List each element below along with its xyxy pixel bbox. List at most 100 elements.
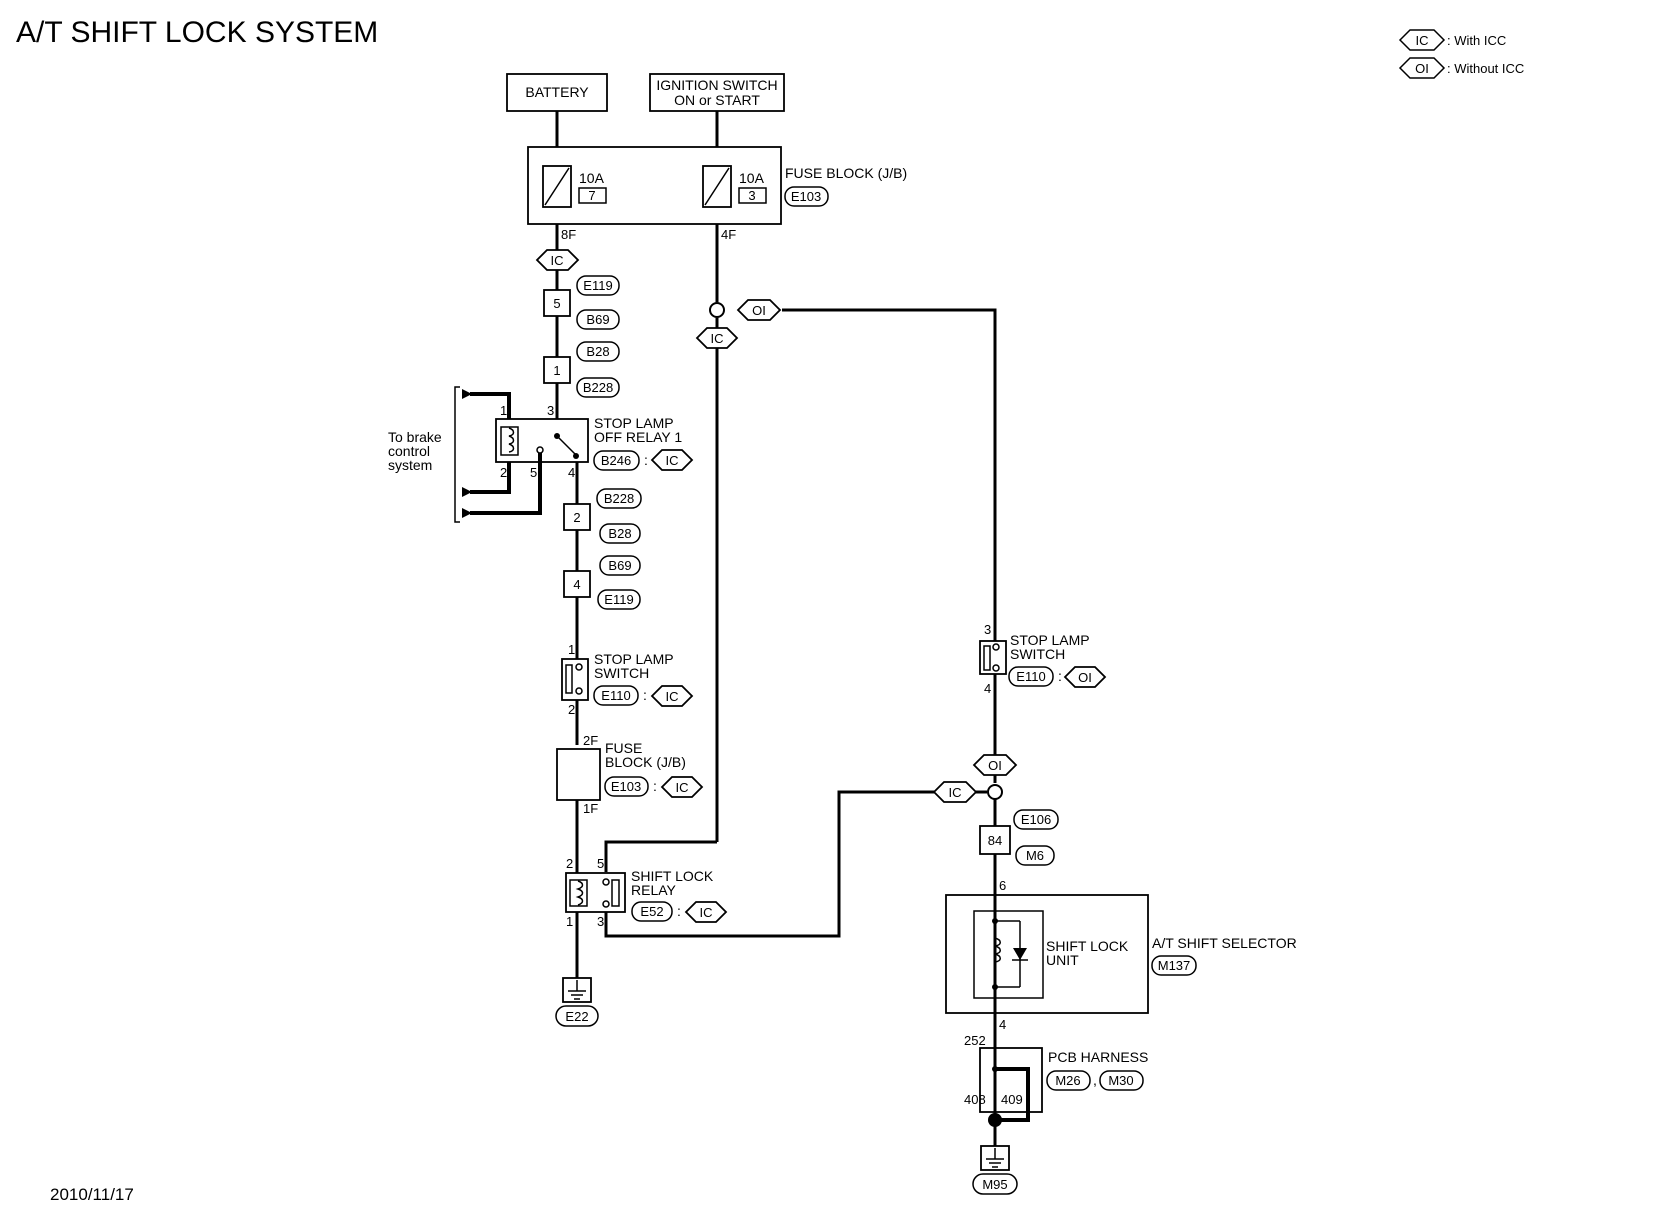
oi-tag-right (972, 754, 1018, 776)
selector-pin-6: 6 (999, 878, 1006, 893)
joint-2 (563, 503, 591, 531)
shift-lock-unit (973, 910, 1044, 999)
switch-oi-connector: E110 (1016, 669, 1045, 684)
pin-4f: 4F (721, 227, 736, 242)
fuse-block-mid: 2F 1F FUSE BLOCK (J/B) E103 : IC (556, 733, 704, 816)
ignition-switch-box (649, 73, 785, 112)
shift-selector-label: A/T SHIFT SELECTOR (1152, 935, 1297, 951)
relay1-pin5: 5 (530, 465, 537, 480)
fuse-mid-label-1: FUSE (605, 740, 642, 756)
switch-ic-pin-top: 1 (568, 642, 575, 657)
legend-without-icc: OI : Without ICC (1398, 57, 1524, 79)
fuse-mid-ic-tag: IC (676, 780, 689, 795)
relay1-connector: B246 (601, 453, 631, 468)
switch-oi-tag: OI (1078, 670, 1092, 685)
connector-b228-a: B228 (583, 380, 613, 395)
legend-code-oi: OI (1415, 61, 1429, 76)
fuse-mid-connector: E103 (611, 779, 641, 794)
fuse-left-number: 7 (588, 188, 595, 203)
pcb-connector-m30: M30 (1108, 1073, 1133, 1088)
relay1-pin4: 4 (568, 465, 575, 480)
stop-lamp-switch-ic: 1 2 STOP LAMP SWITCH E110 : IC (561, 642, 694, 717)
fuse-left-amp: 10A (579, 170, 605, 186)
legend-text-oi: : Without ICC (1447, 61, 1524, 76)
shift-lock-unit-label-1: SHIFT LOCK (1046, 938, 1129, 954)
wires (555, 111, 997, 1065)
splice-right (987, 784, 1003, 800)
shift-relay-label-2: RELAY (631, 882, 677, 898)
diode-icon (1013, 948, 1027, 960)
at-shift-selector: 6 4 SHIFT LOCK UNIT A/T SHIFT SELECTOR M… (945, 873, 1297, 1040)
pcb-pin-252: 252 (964, 1033, 986, 1048)
switch-oi-label-1: STOP LAMP (1010, 632, 1090, 648)
shift-relay-pin2: 2 (566, 856, 573, 871)
oi-tag-ignition (736, 299, 782, 321)
fuse-mid-label-2: BLOCK (J/B) (605, 754, 686, 770)
fuse-mid-sep: : (653, 778, 657, 794)
joint-5-label: 5 (553, 296, 560, 311)
shift-relay-connector: E52 (640, 904, 663, 919)
connector-e106: E106 (1021, 812, 1051, 827)
pin-8f: 8F (561, 227, 576, 242)
relay1-ic-tag: IC (666, 453, 679, 468)
fuse-right-amp: 10A (739, 170, 765, 186)
joint-4-label: 4 (573, 577, 580, 592)
switch-oi-label-2: SWITCH (1010, 646, 1065, 662)
shift-relay-coil-icon (569, 879, 588, 907)
relay1-pin3: 3 (547, 403, 554, 418)
ignition-switch-label-1: IGNITION SWITCH (656, 77, 777, 93)
shift-lock-relay: 2 5 1 3 SHIFT LOCK RELAY E52 : IC (565, 856, 728, 929)
fuse-block-top-connector: E103 (791, 189, 821, 204)
joint-4 (563, 570, 591, 598)
pcb-pin-409: 409 (1001, 1092, 1023, 1107)
selector-pin-4: 4 (999, 1017, 1006, 1032)
switch-oi-sep: : (1058, 668, 1062, 684)
splice-ignition (709, 302, 725, 318)
oi-tag-ignition-text: OI (752, 303, 766, 318)
shift-relay-sep: : (677, 903, 681, 919)
shift-relay-pin5: 5 (597, 856, 604, 871)
relay-coil-icon (500, 426, 519, 456)
ground-right: M95 (972, 1120, 1018, 1195)
shift-selector-connector: M137 (1158, 958, 1191, 973)
pcb-connector-m26: M26 (1055, 1073, 1080, 1088)
oi-tag-right-text: OI (988, 758, 1002, 773)
shift-relay-ic-tag: IC (700, 905, 713, 920)
shift-lock-unit-label-2: UNIT (1046, 952, 1079, 968)
date-stamp: 2010/11/17 (50, 1185, 134, 1204)
switch-ic-tag: IC (666, 689, 679, 704)
joint-84-label: 84 (988, 833, 1002, 848)
brake-note-2: control (388, 443, 430, 459)
shift-relay-pin1: 1 (566, 914, 573, 929)
ic-tag-ignition (695, 327, 739, 349)
relay1-pin1: 1 (500, 403, 507, 418)
joint-2-label: 2 (573, 510, 580, 525)
switch-ic-connector: E110 (601, 688, 630, 703)
ic-tag-ignition-text: IC (711, 331, 724, 346)
fuse-block-top: 10A 7 10A 3 FUSE BLOCK (J/B) E103 8F 4F (527, 146, 907, 242)
connector-b228-b: B228 (604, 491, 634, 506)
connector-b28-b: B28 (608, 526, 631, 541)
relay1-label-2: OFF RELAY 1 (594, 429, 682, 445)
pcb-label: PCB HARNESS (1048, 1049, 1148, 1065)
joint-1-label: 1 (553, 363, 560, 378)
ground-left-connector: E22 (565, 1009, 588, 1024)
connector-b28-a: B28 (586, 344, 609, 359)
ground-right-connector: M95 (982, 1177, 1007, 1192)
fuse-mid-pin-1f: 1F (583, 801, 598, 816)
switch-ic-label-2: SWITCH (594, 665, 649, 681)
switch-oi-pin-top: 3 (984, 622, 991, 637)
legend-text-ic: : With ICC (1447, 33, 1506, 48)
ic-tag-right (932, 781, 978, 803)
switch-ic-pin-bottom: 2 (568, 702, 575, 717)
ground-left: E22 (555, 977, 599, 1027)
ic-tag-left (535, 249, 580, 271)
switch-oi-pin-bottom: 4 (984, 681, 991, 696)
pcb-harness: 252 408 409 PCB HARNESS M26 , M30 (964, 1033, 1148, 1127)
relay1-pin2: 2 (500, 465, 507, 480)
legend-with-icc: IC : With ICC (1398, 29, 1506, 51)
fuse-block-top-label: FUSE BLOCK (J/B) (785, 165, 907, 181)
pcb-sep: , (1093, 1072, 1097, 1088)
battery-label: BATTERY (525, 84, 589, 100)
